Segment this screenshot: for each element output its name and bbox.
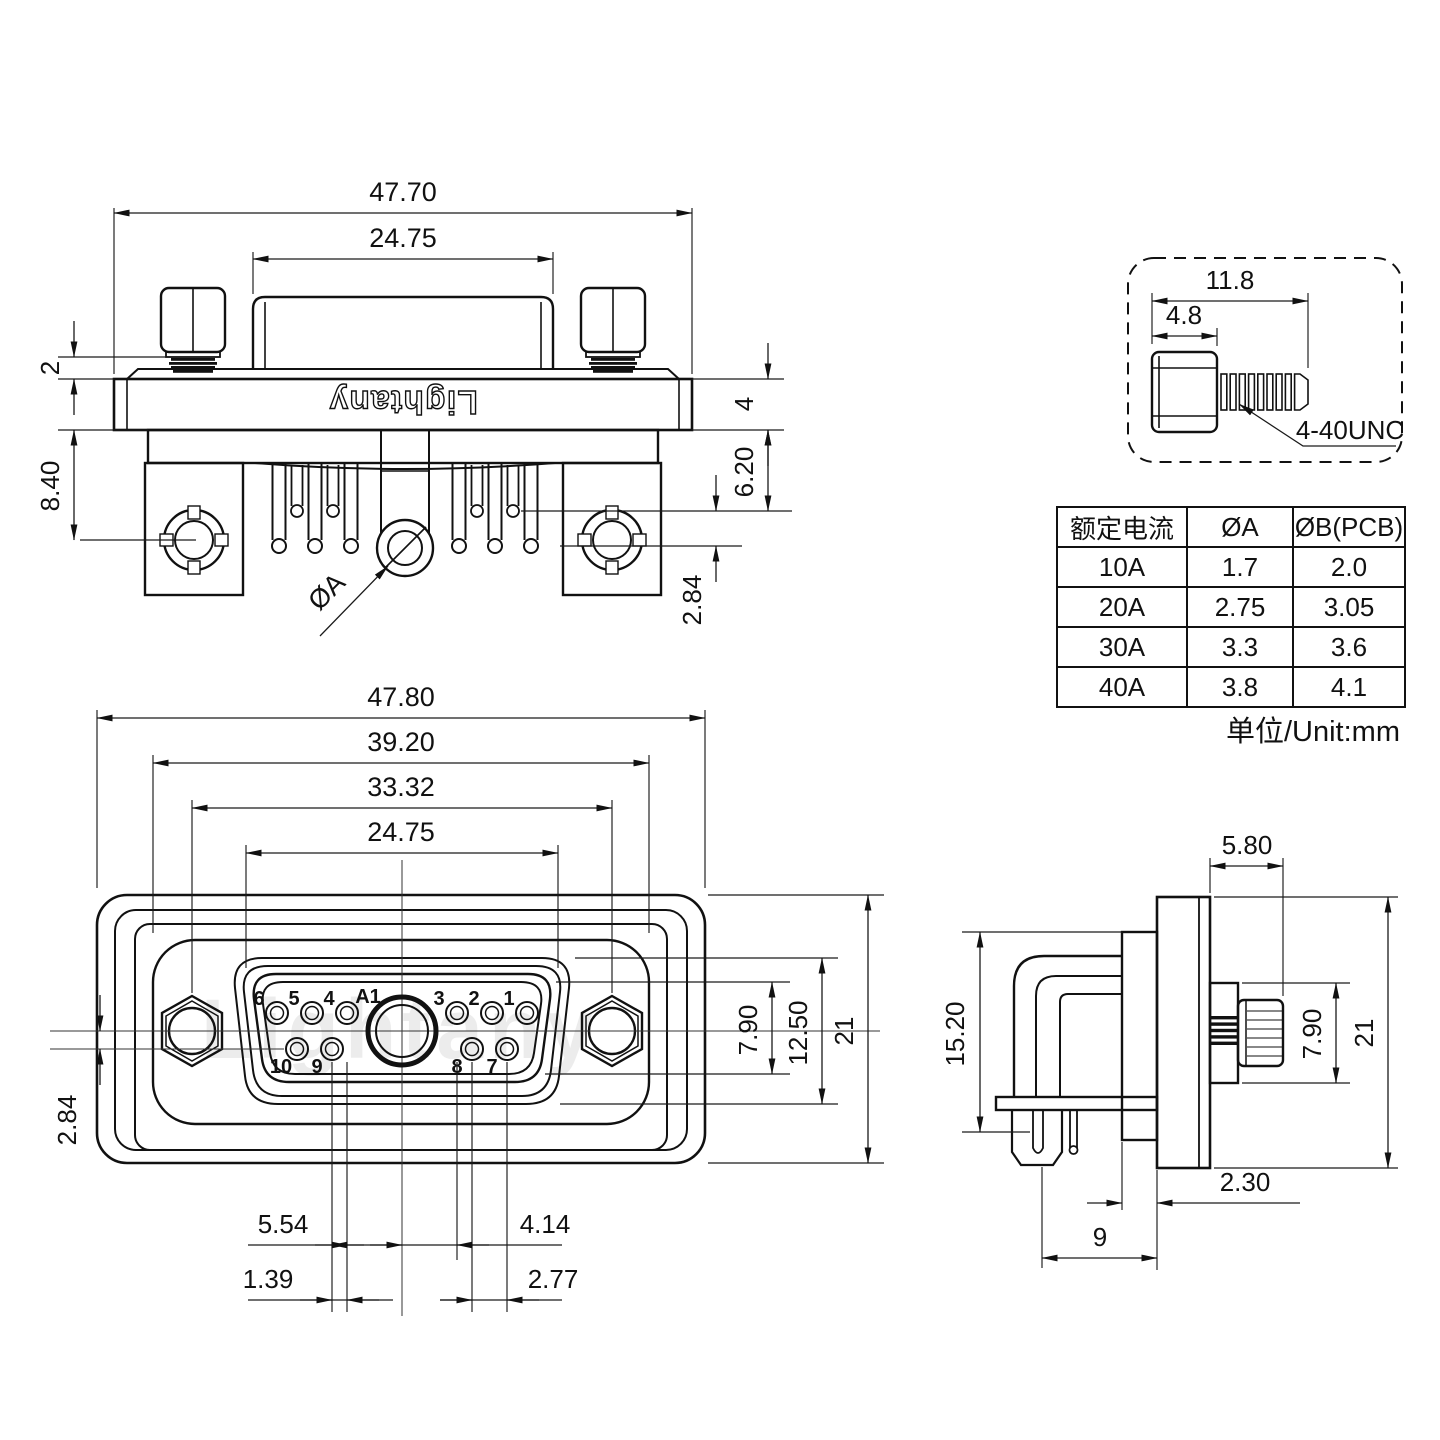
cell-current: 10A bbox=[1056, 546, 1188, 588]
unit-note: 单位/Unit:mm bbox=[1225, 716, 1400, 748]
dim-side-front-height: 15.20 bbox=[940, 1001, 970, 1066]
cell-dia-b: 4.1 bbox=[1292, 666, 1406, 708]
screw-dimensions: 11.8 4.8 4-40UNC bbox=[1151, 265, 1404, 447]
top-view: Lightany 47.70 24.75 2 8.40 4 bbox=[35, 177, 792, 637]
brand-logo-flange: Lightany bbox=[328, 384, 478, 421]
thumbscrew-left bbox=[159, 286, 227, 373]
side-view-dimensions: 5.80 15.20 7.90 21 2.30 9 bbox=[940, 830, 1398, 1270]
svg-text:3: 3 bbox=[433, 988, 444, 1010]
cell-dia-a: 3.8 bbox=[1186, 666, 1294, 708]
dim-front-right-span: 4.14 bbox=[520, 1209, 571, 1239]
dim-top-washer-gap: 2 bbox=[35, 361, 65, 375]
side-view: 5.80 15.20 7.90 21 2.30 9 bbox=[940, 830, 1398, 1270]
bracket-left bbox=[143, 461, 245, 597]
bracket-right bbox=[561, 461, 663, 597]
dim-front-overall-width: 47.80 bbox=[367, 682, 435, 712]
dim-hole-diameter-label: ØA bbox=[302, 567, 351, 616]
dim-top-body-height: 8.40 bbox=[35, 461, 65, 512]
dim-side-board-gap: 2.30 bbox=[1220, 1167, 1271, 1197]
svg-text:A1: A1 bbox=[355, 986, 381, 1008]
svg-text:9: 9 bbox=[311, 1056, 322, 1078]
cell-current: 30A bbox=[1056, 626, 1188, 668]
dim-front-boss-height: 12.50 bbox=[783, 1000, 813, 1065]
dim-side-pin-depth: 9 bbox=[1093, 1222, 1107, 1252]
front-view: Lightany bbox=[50, 682, 884, 1316]
cell-dia-b: 3.05 bbox=[1292, 586, 1406, 628]
dim-front-mount-pitch: 33.32 bbox=[367, 772, 435, 802]
cell-dia-a: 1.7 bbox=[1186, 546, 1294, 588]
cell-current: 40A bbox=[1056, 666, 1188, 708]
cell-dia-b: 3.6 bbox=[1292, 626, 1406, 668]
dim-top-pin-shoulder: 6.20 bbox=[729, 447, 759, 498]
contact-a1 bbox=[365, 994, 439, 1068]
top-view-dimensions: 47.70 24.75 2 8.40 4 6.20 bbox=[35, 177, 792, 637]
dim-top-overall-width: 47.70 bbox=[369, 177, 437, 207]
dim-front-opening-height: 7.90 bbox=[733, 1005, 763, 1056]
dim-front-overall-height: 21 bbox=[829, 1017, 859, 1046]
svg-text:5: 5 bbox=[288, 988, 299, 1010]
dim-top-insulator-width: 24.75 bbox=[369, 223, 437, 253]
svg-text:6: 6 bbox=[253, 988, 264, 1010]
dim-top-pin-tail: 2.84 bbox=[677, 575, 707, 626]
thumbscrew-right bbox=[579, 286, 647, 373]
svg-text:7: 7 bbox=[486, 1056, 497, 1078]
dim-top-flange-thickness: 4 bbox=[729, 397, 759, 411]
dim-side-rear-depth: 5.80 bbox=[1222, 830, 1273, 860]
dim-front-row-offset: 2.84 bbox=[52, 1095, 82, 1146]
screw-detail: 11.8 4.8 4-40UNC bbox=[1127, 257, 1404, 463]
dim-screw-overall-length: 11.8 bbox=[1206, 265, 1255, 295]
dim-front-left-offset: 1.39 bbox=[243, 1264, 294, 1294]
col-header-rated-current: 额定电流 bbox=[1056, 506, 1188, 548]
table-row: 30A 3.3 3.6 bbox=[1056, 626, 1406, 668]
table-row: 20A 2.75 3.05 bbox=[1056, 586, 1406, 628]
signal-pins-short bbox=[290, 465, 520, 518]
pin-number-labels: 6 5 4 A1 3 2 1 10 9 8 7 bbox=[253, 986, 514, 1078]
svg-text:1: 1 bbox=[503, 988, 514, 1010]
top-view-outline: Lightany bbox=[112, 286, 694, 597]
cell-dia-a: 2.75 bbox=[1186, 586, 1294, 628]
table-row: 10A 1.7 2.0 bbox=[1056, 546, 1406, 588]
screw-outline bbox=[1150, 350, 1309, 434]
dim-front-left-span: 5.54 bbox=[258, 1209, 309, 1239]
thread-spec-label: 4-40UNC bbox=[1296, 415, 1404, 445]
contacts-bottom-row bbox=[285, 1037, 519, 1061]
svg-text:2: 2 bbox=[468, 988, 479, 1010]
col-header-dia-a: ØA bbox=[1186, 506, 1294, 548]
current-rating-table: 额定电流 ØA ØB(PCB) 10A 1.7 2.0 20A 2.75 3.0… bbox=[1056, 506, 1406, 708]
col-header-dia-b-pcb: ØB(PCB) bbox=[1292, 506, 1406, 548]
contacts-top-row bbox=[265, 1001, 539, 1025]
dim-side-screw-boss: 7.90 bbox=[1297, 1009, 1327, 1060]
dim-side-overall-height: 21 bbox=[1349, 1019, 1379, 1048]
front-view-dimensions: 47.80 39.20 33.32 24.75 2.84 7.90 12.50 bbox=[52, 682, 884, 1312]
side-view-outline bbox=[994, 895, 1285, 1170]
side-jackscrew bbox=[1208, 981, 1285, 1085]
cell-dia-b: 2.0 bbox=[1292, 546, 1406, 588]
dim-screw-head-length: 4.8 bbox=[1166, 300, 1202, 330]
dim-front-pin-pitch: 2.77 bbox=[528, 1264, 579, 1294]
dim-front-opening-width: 24.75 bbox=[367, 817, 435, 847]
cell-dia-a: 3.3 bbox=[1186, 626, 1294, 668]
table-row: 40A 3.8 4.1 bbox=[1056, 666, 1406, 708]
power-contact bbox=[375, 430, 435, 578]
cell-current: 20A bbox=[1056, 586, 1188, 628]
front-view-outline: 6 5 4 A1 3 2 1 10 9 8 7 bbox=[50, 860, 880, 1316]
svg-text:10: 10 bbox=[270, 1056, 292, 1078]
side-pin-bracket bbox=[994, 954, 1159, 1167]
svg-text:4: 4 bbox=[323, 988, 335, 1010]
table-header-row: 额定电流 ØA ØB(PCB) bbox=[1056, 506, 1406, 548]
signal-pins-long bbox=[271, 463, 539, 554]
dim-front-shell-width: 39.20 bbox=[367, 727, 435, 757]
